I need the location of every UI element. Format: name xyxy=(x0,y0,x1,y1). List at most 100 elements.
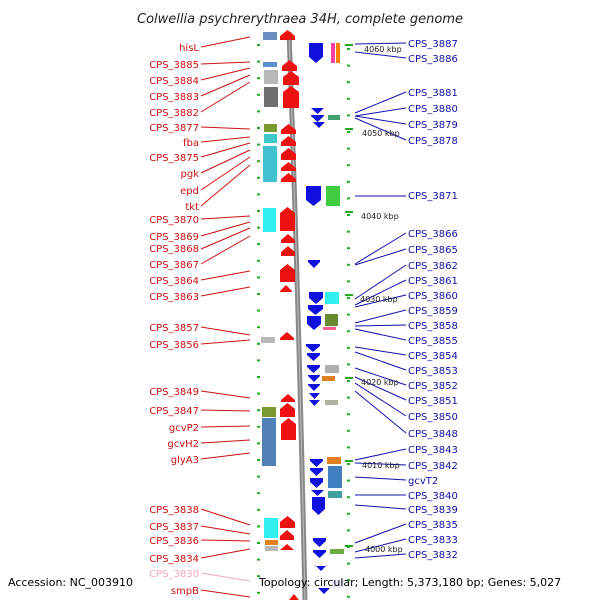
gene-label[interactable]: CPS_3834 xyxy=(149,554,199,565)
gene-block xyxy=(262,407,276,417)
gene-block xyxy=(264,70,278,84)
gene-label[interactable]: CPS_3842 xyxy=(408,461,458,472)
gene-label[interactable]: CPS_3871 xyxy=(408,191,458,202)
tick-mark xyxy=(257,492,260,495)
leader-line xyxy=(200,149,251,174)
gene-label[interactable]: CPS_3856 xyxy=(149,340,199,351)
gene-block xyxy=(264,87,278,107)
gene-label[interactable]: CPS_3862 xyxy=(408,261,458,272)
gene-label[interactable]: gcvT2 xyxy=(408,476,438,487)
gene-label[interactable]: CPS_3839 xyxy=(408,505,458,516)
gene-label[interactable]: CPS_3832 xyxy=(408,550,458,561)
map-footer: Accession: NC_003910 Topology: circular;… xyxy=(8,576,561,589)
tick-mark xyxy=(347,330,350,333)
gene-label[interactable]: pgk xyxy=(181,169,200,180)
gene-label[interactable]: CPS_3884 xyxy=(149,76,199,87)
gene-label[interactable]: CPS_3867 xyxy=(149,260,199,271)
gene-label[interactable]: CPS_3849 xyxy=(149,387,199,398)
gene-label[interactable]: CPS_3835 xyxy=(408,520,458,531)
gene-label[interactable]: CPS_3855 xyxy=(408,336,458,347)
gene-block xyxy=(325,400,338,405)
gene-label[interactable]: CPS_3870 xyxy=(149,215,199,226)
gene-label[interactable]: CPS_3851 xyxy=(408,396,458,407)
tick-mark xyxy=(347,197,350,200)
scale-label: 4040 kbp xyxy=(361,212,399,221)
gene-label[interactable]: CPS_3836 xyxy=(149,536,199,547)
reverse-gene-arrow xyxy=(309,292,323,304)
gene-label[interactable]: CPS_3882 xyxy=(149,108,199,119)
gene-label[interactable]: CPS_3864 xyxy=(149,276,199,287)
tick-mark xyxy=(257,575,260,578)
leader-line xyxy=(354,462,407,466)
tick-mark xyxy=(347,429,350,432)
gene-label[interactable]: CPS_3878 xyxy=(408,136,458,147)
gene-label[interactable]: CPS_3868 xyxy=(149,244,199,255)
gene-block xyxy=(265,546,278,551)
forward-gene-arrow xyxy=(281,234,295,243)
tick-marks xyxy=(257,44,353,598)
gene-label[interactable]: CPS_3861 xyxy=(408,276,458,287)
leader-line xyxy=(354,382,407,417)
gene-label[interactable]: fba xyxy=(183,138,199,149)
gene-block xyxy=(330,549,344,554)
gene-label[interactable]: gcvP2 xyxy=(169,423,199,434)
gene-label[interactable]: CPS_3877 xyxy=(149,123,199,134)
reverse-gene-arrow xyxy=(307,316,321,330)
gene-label[interactable]: CPS_3885 xyxy=(149,60,199,71)
left-gene-labels: hisL CPS_3885 CPS_3884 CPS_3883 CPS_3882… xyxy=(149,43,199,597)
gene-label[interactable]: CPS_3866 xyxy=(408,229,458,240)
gene-label[interactable]: tkt xyxy=(185,202,199,213)
forward-gene-arrow xyxy=(289,594,299,600)
gene-label[interactable]: CPS_3875 xyxy=(149,153,199,164)
tick-mark xyxy=(347,164,350,167)
gene-label[interactable]: CPS_3848 xyxy=(408,429,458,440)
gene-label[interactable]: hisL xyxy=(179,43,199,54)
leader-line xyxy=(200,221,251,237)
gene-label[interactable]: CPS_3830 xyxy=(149,569,199,580)
gene-label[interactable]: CPS_3860 xyxy=(408,291,458,302)
forward-gene-arrow xyxy=(281,173,296,182)
gene-label[interactable]: CPS_3887 xyxy=(408,39,458,50)
scale-tick xyxy=(345,128,353,130)
leader-line xyxy=(354,376,407,401)
gene-label[interactable]: epd xyxy=(180,186,199,197)
gene-label[interactable]: CPS_3865 xyxy=(408,245,458,256)
gene-label[interactable]: CPS_3879 xyxy=(408,120,458,131)
gene-block xyxy=(323,327,336,330)
gene-label[interactable]: glyA3 xyxy=(171,455,199,466)
tick-mark xyxy=(347,114,350,117)
gene-label[interactable]: CPS_3850 xyxy=(408,412,458,423)
gene-label[interactable]: CPS_3853 xyxy=(408,366,458,377)
gene-label[interactable]: CPS_3881 xyxy=(408,88,458,99)
gene-label[interactable]: gcvH2 xyxy=(167,439,199,450)
gene-label[interactable]: CPS_3863 xyxy=(149,292,199,303)
leader-line xyxy=(200,81,251,113)
gene-label[interactable]: CPS_3880 xyxy=(408,104,458,115)
gene-label[interactable]: CPS_3838 xyxy=(149,505,199,516)
gene-label[interactable]: CPS_3858 xyxy=(408,321,458,332)
gene-label[interactable]: CPS_3869 xyxy=(149,232,199,243)
gene-label[interactable]: CPS_3843 xyxy=(408,445,458,456)
gene-label[interactable]: CPS_3886 xyxy=(408,54,458,65)
gene-label[interactable]: CPS_3854 xyxy=(408,351,458,362)
gene-label[interactable]: CPS_3859 xyxy=(408,306,458,317)
reverse-gene-arrow xyxy=(311,108,324,114)
gene-label[interactable]: CPS_3857 xyxy=(149,323,199,334)
tick-mark xyxy=(347,562,350,565)
tick-mark xyxy=(347,214,350,216)
gene-label[interactable]: CPS_3833 xyxy=(408,535,458,546)
leader-line xyxy=(200,215,251,220)
forward-gene-arrow xyxy=(280,530,294,540)
gene-label[interactable]: CPS_3837 xyxy=(149,522,199,533)
gene-label[interactable]: CPS_3852 xyxy=(408,381,458,392)
tick-mark xyxy=(347,230,350,233)
tick-mark xyxy=(257,442,260,445)
gene-label[interactable]: CPS_3840 xyxy=(408,491,458,502)
tick-mark xyxy=(347,595,350,598)
gene-block xyxy=(328,115,340,120)
gene-label[interactable]: CPS_3883 xyxy=(149,92,199,103)
gene-block xyxy=(328,491,342,498)
gene-label[interactable]: CPS_3847 xyxy=(149,406,199,417)
leader-line xyxy=(200,67,251,81)
gene-label[interactable]: smpB xyxy=(171,586,199,597)
